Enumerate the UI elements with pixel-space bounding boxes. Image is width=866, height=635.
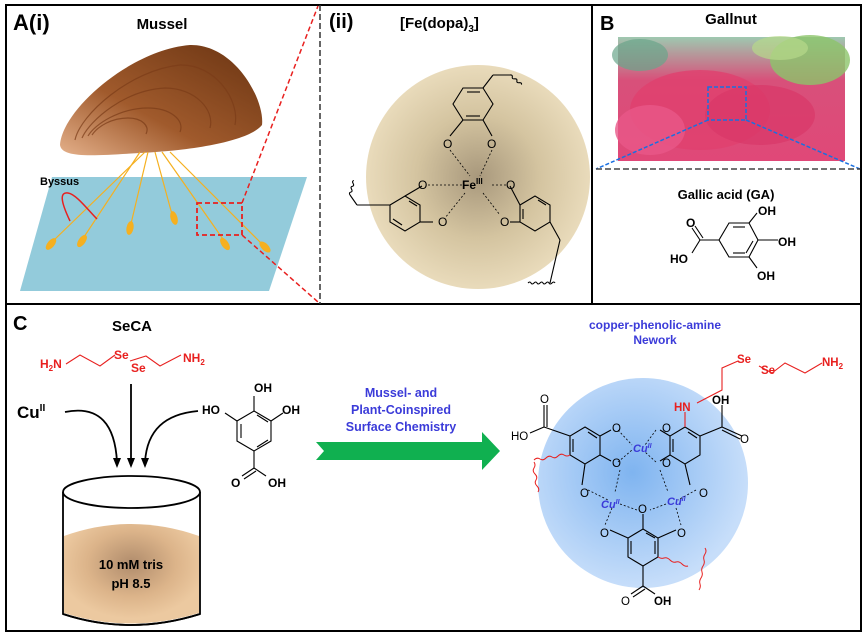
byssus-label: Byssus (40, 176, 79, 188)
seca-structure: H2N Se Se NH2 (40, 348, 205, 375)
arrow-label-line2: Plant-Coinspired (351, 403, 451, 417)
svg-text:O: O (487, 137, 496, 151)
svg-text:OH: OH (758, 204, 776, 218)
svg-text:O: O (662, 423, 671, 435)
gallnut-photo (612, 35, 850, 161)
cu-ii-label: CuII (17, 403, 45, 422)
network-atoms: O HO O O O O O O OH O O O O O OH HN Se S… (511, 354, 844, 608)
mussel-shell-icon (60, 44, 263, 156)
beaker-label-line2: pH 8.5 (111, 576, 150, 591)
network-title-line1: copper-phenolic-amine (589, 318, 721, 332)
svg-text:O: O (443, 137, 452, 151)
svg-text:O: O (699, 488, 708, 500)
svg-text:O: O (600, 528, 609, 540)
beaker (62, 475, 201, 626)
byssus-threads (51, 151, 264, 246)
mussel-title: Mussel (137, 16, 188, 33)
fe-complex-background (366, 65, 590, 289)
svg-text:O: O (677, 528, 686, 540)
svg-text:HO: HO (202, 403, 220, 417)
svg-text:O: O (506, 178, 515, 192)
svg-text:Se: Se (761, 365, 775, 377)
svg-text:OH: OH (282, 403, 300, 417)
panel-a-label: A(i) (13, 10, 50, 35)
network-crosslinks (532, 453, 707, 591)
beaker-label-line1: 10 mM tris (99, 557, 163, 572)
svg-text:Se: Se (737, 354, 751, 366)
panel-b-gallnut: B Gallnut Gallic acid (GA) (595, 11, 861, 283)
gallic-acid-atoms: OH OH OH O HO (670, 204, 796, 283)
network-cu-centers: CuII CuII CuII (601, 443, 687, 511)
gallnut-title: Gallnut (705, 11, 757, 28)
amine-hn: HN (674, 402, 691, 414)
zoom-box (196, 202, 243, 236)
svg-text:HO: HO (511, 431, 528, 443)
network-structure (529, 405, 743, 598)
svg-text:CuII: CuII (633, 443, 653, 455)
panel-c-label: C (13, 313, 27, 335)
svg-text:O: O (686, 216, 695, 230)
panel-a-mussel: A(i) Mussel Byssus (13, 5, 319, 303)
svg-text:OH: OH (654, 596, 671, 608)
svg-text:OH: OH (254, 381, 272, 395)
network-amine-chain (684, 360, 823, 427)
svg-text:O: O (662, 458, 671, 470)
svg-text:OH: OH (268, 476, 286, 490)
svg-text:CuII: CuII (601, 499, 621, 511)
fe-center: FeIII (462, 177, 483, 192)
arrow-label-line1: Mussel- and (365, 386, 437, 400)
gallic-acid-c-structure (224, 396, 284, 480)
panel-a-fe-dopa: (ii) [Fe(dopa)3] (329, 11, 590, 289)
svg-text:O: O (580, 488, 589, 500)
network-background (538, 378, 748, 588)
svg-text:OH: OH (757, 269, 775, 283)
reagent-arrows (64, 384, 199, 463)
gallic-acid-c-atoms: OH HO OH O OH (202, 381, 300, 490)
svg-text:O: O (540, 394, 549, 406)
fe-coordination-bonds (428, 149, 507, 219)
svg-text:Se: Se (114, 348, 129, 362)
network-title-line2: Nework (633, 333, 677, 347)
svg-text:NH2: NH2 (822, 357, 844, 371)
svg-text:O: O (231, 476, 240, 490)
panel-b-label: B (600, 13, 614, 35)
gallic-acid-structure (691, 212, 778, 269)
byssus-plaques (45, 211, 271, 253)
substrate-surface (20, 177, 307, 291)
svg-text:O: O (638, 504, 647, 516)
svg-text:O: O (740, 434, 749, 446)
reaction-arrow (316, 432, 500, 470)
svg-text:O: O (418, 178, 427, 192)
network-cu-bonds (587, 429, 697, 526)
svg-text:O: O (500, 215, 509, 229)
svg-text:NH2: NH2 (183, 351, 205, 367)
svg-text:Se: Se (131, 361, 146, 375)
svg-text:HO: HO (670, 252, 688, 266)
panel-c: C SeCA H2N Se Se NH2 CuII (13, 313, 844, 626)
arrow-label-line3: Surface Chemistry (346, 420, 457, 434)
svg-text:O: O (621, 596, 630, 608)
svg-text:CuII: CuII (667, 496, 687, 508)
svg-text:OH: OH (712, 395, 729, 407)
svg-text:O: O (612, 458, 621, 470)
svg-text:O: O (438, 215, 447, 229)
svg-text:O: O (612, 423, 621, 435)
panel-aii-label: (ii) (329, 11, 353, 33)
byssus-pointer (61, 192, 98, 222)
fe-dopa-structure (348, 74, 561, 285)
fe-dopa-atoms: O O O O O O FeIII (418, 137, 515, 229)
svg-text:H2N: H2N (40, 357, 62, 373)
svg-text:OH: OH (778, 235, 796, 249)
panel-borders (5, 4, 862, 632)
photo-zoom-box (707, 86, 747, 121)
gallic-acid-title: Gallic acid (GA) (678, 187, 775, 202)
fe-dopa-title: [Fe(dopa)3] (400, 15, 479, 35)
seca-title: SeCA (112, 318, 152, 335)
